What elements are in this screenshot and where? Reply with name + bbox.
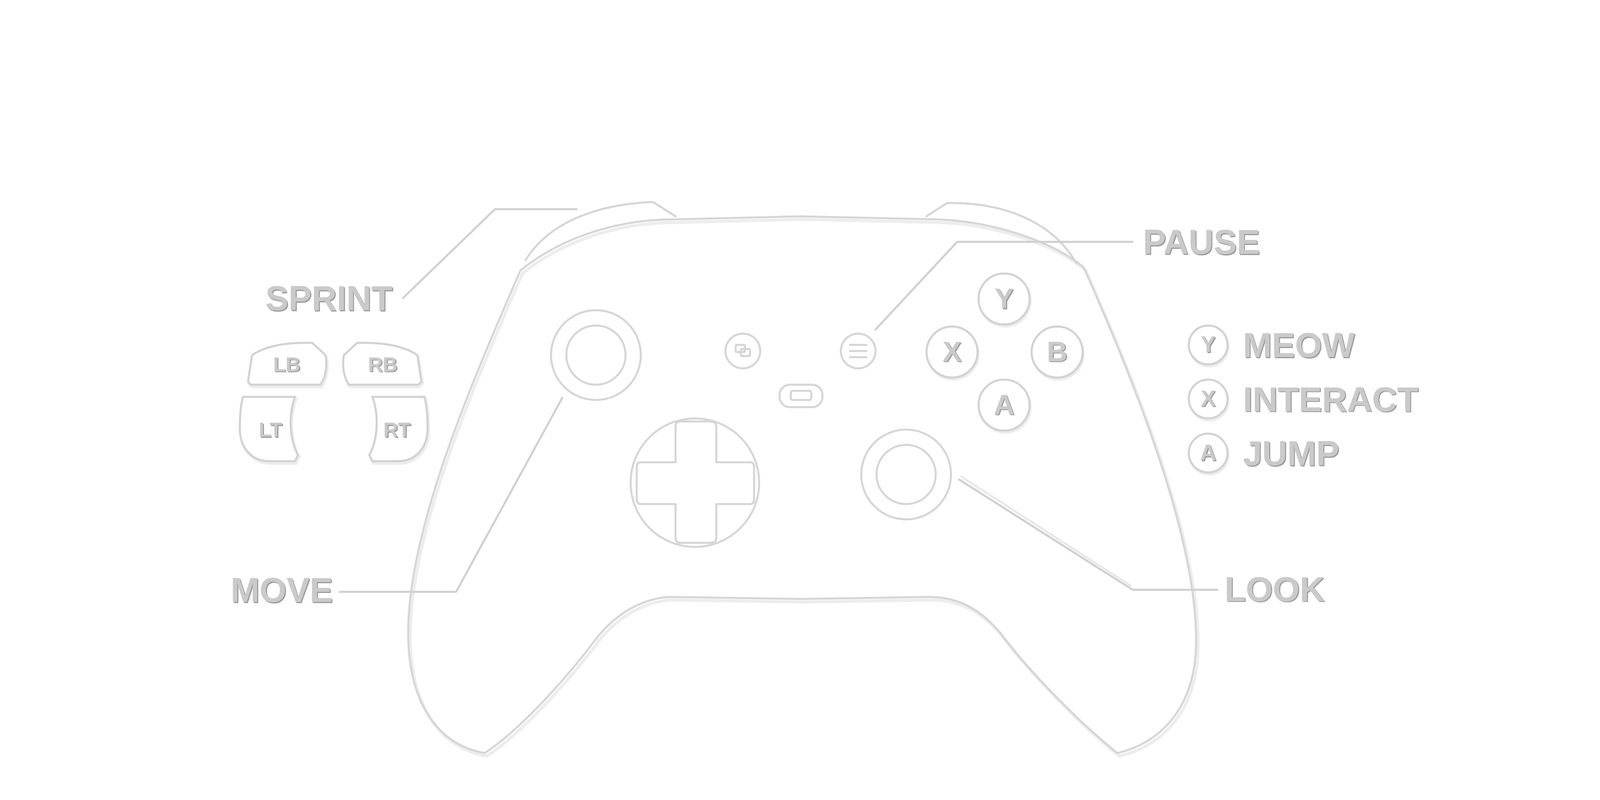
legend-label: MEOW	[1242, 324, 1355, 366]
face-button: Y	[977, 272, 1031, 326]
button-letter: A	[1200, 441, 1217, 465]
control-label: MOVE	[230, 569, 333, 611]
legend-label: JUMP	[1242, 432, 1340, 474]
shoulder-button: LT	[237, 394, 304, 464]
button-letter: LT	[258, 418, 283, 440]
button-letter: LB	[273, 353, 301, 375]
button-letter: X	[1200, 387, 1216, 411]
controller-body	[408, 201, 1197, 754]
control-label: PAUSE	[1142, 221, 1260, 263]
button-letter: Y	[994, 284, 1014, 314]
control-label: SPRINT	[265, 277, 393, 319]
button-letter: RT	[383, 418, 411, 440]
leader-lines	[339, 209, 1218, 593]
shoulder-button: RB	[340, 340, 425, 388]
face-button: X	[925, 325, 979, 379]
control-label: LOOK	[1224, 568, 1325, 609]
button-letter: X	[942, 337, 962, 367]
button-letter: B	[1046, 337, 1068, 367]
button-letter: RB	[367, 353, 398, 375]
button-letter: Y	[1200, 333, 1216, 356]
face-button: B	[1030, 325, 1084, 379]
button-letter: A	[993, 390, 1015, 420]
face-button: Y	[1187, 324, 1229, 366]
shoulder-button: LB	[244, 340, 329, 388]
legend-label: INTERACT	[1242, 378, 1419, 420]
face-button: X	[1187, 378, 1229, 420]
shoulder-button: RT	[364, 394, 430, 464]
face-button: A	[977, 378, 1031, 432]
face-button: A	[1187, 432, 1229, 474]
